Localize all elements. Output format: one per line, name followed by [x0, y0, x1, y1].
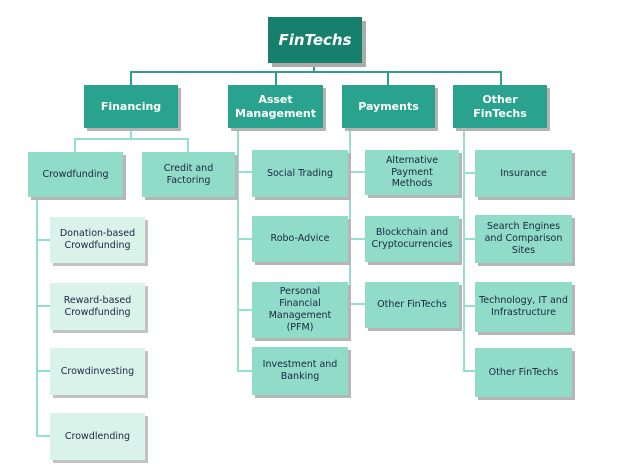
connector-level2-bus	[130, 71, 502, 73]
node-credit-and-factoring: Credit and Factoring	[142, 152, 235, 197]
connector-elbow-pfm	[237, 309, 252, 311]
connector-elbow-apm	[349, 171, 365, 173]
connector-elbow-insurance	[463, 172, 475, 174]
connector-elbow-other-other	[463, 370, 475, 372]
node-reward-based-crowdfunding: Reward-based Crowdfunding	[50, 283, 145, 330]
node-asset-management: Asset Management	[228, 85, 323, 128]
node-investment-and-banking: Investment and Banking	[252, 347, 348, 395]
node-personal-financial-management: Personal Financial Management (PFM)	[252, 282, 348, 338]
node-crowdinvesting: Crowdinvesting	[50, 348, 145, 395]
node-alternative-payment-methods: Alternative Payment Methods	[365, 150, 459, 195]
node-other-fintechs: Other FinTechs	[453, 85, 547, 128]
node-robo-advice: Robo-Advice	[252, 216, 348, 262]
connector-crowdfunding-spine	[36, 197, 38, 437]
connector-elbow-crowdinvesting	[36, 370, 50, 372]
node-other-fintechs-misc: Other FinTechs	[475, 348, 572, 397]
connector-elbow-investment-banking	[237, 370, 252, 372]
connector-drop-credit-factoring	[187, 138, 189, 152]
connector-drop-asset-management	[275, 71, 277, 85]
connector-elbow-crowdlending	[36, 435, 50, 437]
connector-elbow-search-engines	[463, 238, 475, 240]
connector-financing-drop	[130, 128, 132, 140]
node-insurance: Insurance	[475, 150, 572, 197]
node-technology-it-infrastructure: Technology, IT and Infrastructure	[475, 282, 572, 332]
connector-drop-payments	[387, 71, 389, 85]
node-donation-based-crowdfunding: Donation-based Crowdfunding	[50, 217, 145, 263]
node-financing: Financing	[84, 85, 178, 128]
connector-root-drop	[313, 63, 315, 72]
node-crowdlending: Crowdlending	[50, 413, 145, 460]
connector-other-spine	[463, 128, 465, 372]
node-payments-other-fintechs: Other FinTechs	[365, 282, 459, 328]
connector-elbow-payments-other	[349, 303, 365, 305]
connector-drop-other-fintechs	[500, 71, 502, 85]
connector-elbow-technology	[463, 305, 475, 307]
node-blockchain-and-cryptocurrencies: Blockchain and Cryptocurrencies	[365, 216, 459, 262]
node-search-engines-comparison: Search Engines and Comparison Sites	[475, 215, 572, 263]
connector-asset-spine	[237, 128, 239, 372]
connector-elbow-robo-advice	[237, 238, 252, 240]
connector-payments-spine	[349, 128, 351, 305]
node-fintechs-root: FinTechs	[268, 17, 362, 63]
connector-drop-crowdfunding	[74, 138, 76, 152]
connector-elbow-social-trading	[237, 171, 252, 173]
node-payments: Payments	[342, 85, 435, 128]
connector-financing-bus	[74, 138, 189, 140]
node-social-trading: Social Trading	[252, 150, 348, 197]
connector-drop-financing	[130, 71, 132, 85]
connector-elbow-blockchain	[349, 238, 365, 240]
connector-elbow-donation	[36, 239, 50, 241]
connector-elbow-reward	[36, 305, 50, 307]
node-crowdfunding: Crowdfunding	[28, 152, 123, 197]
